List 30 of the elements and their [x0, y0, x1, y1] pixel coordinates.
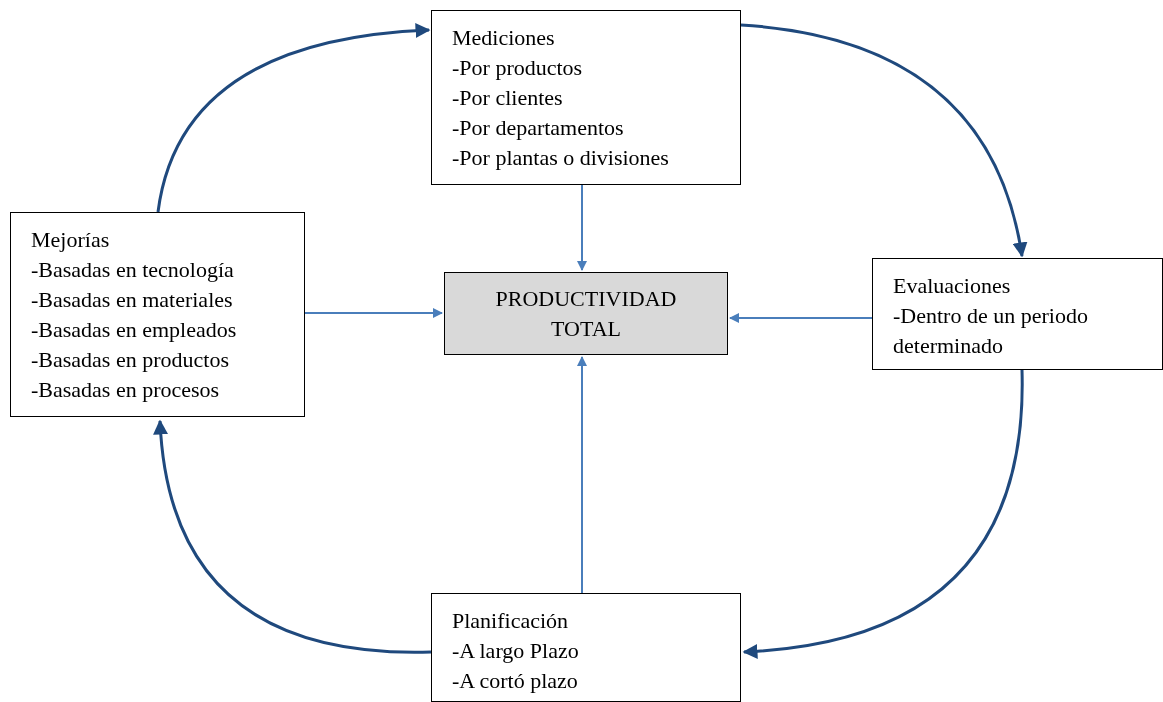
list-item: -Por productos [452, 54, 583, 82]
node-heading: Evaluaciones [893, 272, 1011, 300]
result-box [444, 272, 728, 355]
list-item: -Basadas en tecnología [31, 256, 234, 284]
process-box [431, 10, 741, 185]
list-item: -Por plantas o divisiones [452, 144, 669, 172]
list-item: -A largo Plazo [452, 637, 579, 665]
list-item: -Por departamentos [452, 114, 624, 142]
arrow [729, 313, 873, 323]
node-heading: Mediciones [452, 24, 555, 52]
list-item: -A cortó plazo [452, 667, 578, 695]
arrow [577, 184, 587, 271]
curved-arrow [153, 419, 431, 654]
process-box [431, 593, 741, 702]
node-heading: Planificación [452, 607, 569, 635]
process-box [872, 258, 1163, 370]
node-title: PRODUCTIVIDAD TOTAL [494, 284, 678, 343]
list-item: -Basadas en productos [31, 346, 229, 374]
curved-arrow [742, 369, 1024, 659]
node-heading: Mejorías [31, 226, 110, 254]
list-item: -Basadas en procesos [31, 376, 220, 404]
arrow [304, 308, 443, 318]
list-item: -Dentro de un periodo determinado [893, 302, 1089, 360]
list-item: -Basadas en empleados [31, 316, 237, 344]
curved-arrow [740, 23, 1027, 258]
list-item: -Basadas en materiales [31, 286, 233, 314]
arrow [577, 356, 587, 594]
curved-arrow [156, 23, 431, 213]
list-item: -Por clientes [452, 84, 563, 112]
process-box [10, 212, 305, 417]
